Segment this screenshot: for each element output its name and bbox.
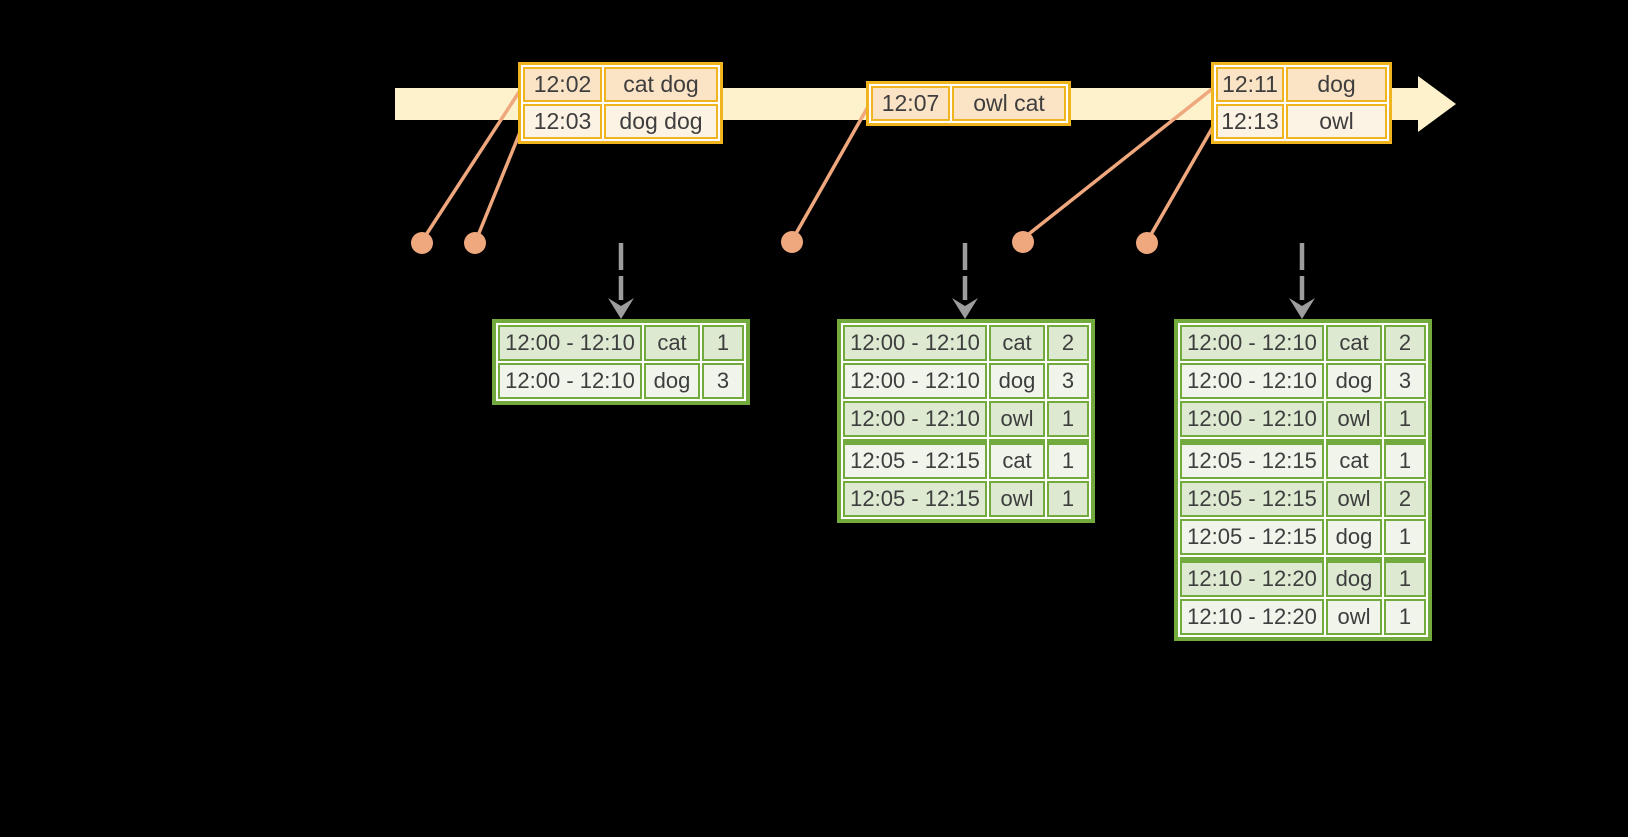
- event-row: 12:13 owl: [1216, 104, 1387, 139]
- arrow-down-icon: [608, 298, 634, 319]
- event-row: 12:07 owl cat: [871, 86, 1066, 121]
- arrow-down-icon: [1289, 298, 1315, 319]
- result-row: 12:00 - 12:10 cat 2: [843, 325, 1089, 361]
- word-cell: owl: [1326, 401, 1382, 437]
- word-cell: owl: [1326, 599, 1382, 635]
- event-connector-line: [1023, 87, 1214, 239]
- result-row: 12:05 - 12:15 dog 1: [1180, 519, 1426, 555]
- trigger-arrow: [1289, 243, 1315, 319]
- word-cell: dog: [644, 363, 700, 399]
- word-cell: dog: [1326, 363, 1382, 399]
- count-cell: 1: [1384, 439, 1426, 479]
- word-cell: cat: [989, 325, 1045, 361]
- window-cell: 12:10 - 12:20: [1180, 557, 1324, 597]
- trigger-arrow: [608, 243, 634, 319]
- event-dot: [1012, 231, 1034, 253]
- result-row: 12:10 - 12:20 dog 1: [1180, 557, 1426, 597]
- word-cell: dog: [1326, 557, 1382, 597]
- word-cell: dog: [1326, 519, 1382, 555]
- window-cell: 12:05 - 12:15: [843, 439, 987, 479]
- count-cell: 3: [1384, 363, 1426, 399]
- event-connector-line: [422, 88, 523, 239]
- result-row: 12:05 - 12:15 cat 1: [843, 439, 1089, 479]
- window-cell: 12:00 - 12:10: [1180, 325, 1324, 361]
- event-row: 12:11 dog: [1216, 67, 1387, 102]
- result-row: 12:00 - 12:10 dog 3: [1180, 363, 1426, 399]
- window-cell: 12:05 - 12:15: [843, 481, 987, 517]
- window-cell: 12:10 - 12:20: [1180, 599, 1324, 635]
- arrow-down-icon: [952, 298, 978, 319]
- window-cell: 12:05 - 12:15: [1180, 439, 1324, 479]
- window-cell: 12:05 - 12:15: [1180, 481, 1324, 517]
- event-time-cell: 12:13: [1216, 104, 1284, 139]
- word-cell: cat: [989, 439, 1045, 479]
- event-dot: [411, 232, 433, 254]
- event-dot: [781, 231, 803, 253]
- word-cell: owl: [989, 401, 1045, 437]
- result-row: 12:00 - 12:10 dog 3: [498, 363, 744, 399]
- event-connector-line: [792, 104, 871, 238]
- event-time-cell: 12:03: [523, 104, 602, 139]
- count-cell: 2: [1047, 325, 1089, 361]
- window-cell: 12:05 - 12:15: [1180, 519, 1324, 555]
- window-cell: 12:00 - 12:10: [843, 363, 987, 399]
- result-row: 12:00 - 12:10 dog 3: [843, 363, 1089, 399]
- event-dot: [464, 232, 486, 254]
- count-cell: 1: [1047, 439, 1089, 479]
- event-connector-line: [475, 124, 525, 239]
- count-cell: 1: [1384, 557, 1426, 597]
- event-connector-line: [1147, 124, 1216, 239]
- word-cell: cat: [1326, 439, 1382, 479]
- event-table-3: 12:11 dog 12:13 owl: [1211, 62, 1392, 144]
- word-cell: cat: [1326, 325, 1382, 361]
- result-table-1: 12:00 - 12:10 cat 1 12:00 - 12:10 dog 3: [492, 319, 750, 405]
- word-cell: cat: [644, 325, 700, 361]
- count-cell: 3: [1047, 363, 1089, 399]
- window-cell: 12:00 - 12:10: [498, 325, 642, 361]
- event-words-cell: owl: [1286, 104, 1387, 139]
- window-cell: 12:00 - 12:10: [1180, 401, 1324, 437]
- count-cell: 1: [1384, 519, 1426, 555]
- count-cell: 1: [702, 325, 744, 361]
- count-cell: 3: [702, 363, 744, 399]
- event-dot: [1136, 232, 1158, 254]
- event-words-cell: cat dog: [604, 67, 718, 102]
- window-cell: 12:00 - 12:10: [843, 401, 987, 437]
- event-table-1: 12:02 cat dog 12:03 dog dog: [518, 62, 723, 144]
- window-cell: 12:00 - 12:10: [498, 363, 642, 399]
- count-cell: 1: [1384, 401, 1426, 437]
- trigger-arrow: [952, 243, 978, 319]
- result-row: 12:05 - 12:15 cat 1: [1180, 439, 1426, 479]
- result-row: 12:10 - 12:20 owl 1: [1180, 599, 1426, 635]
- result-table-2: 12:00 - 12:10 cat 2 12:00 - 12:10 dog 3 …: [837, 319, 1095, 523]
- event-row: 12:03 dog dog: [523, 104, 718, 139]
- result-row: 12:00 - 12:10 owl 1: [1180, 401, 1426, 437]
- result-row: 12:05 - 12:15 owl 2: [1180, 481, 1426, 517]
- result-row: 12:05 - 12:15 owl 1: [843, 481, 1089, 517]
- count-cell: 1: [1047, 401, 1089, 437]
- count-cell: 1: [1384, 599, 1426, 635]
- event-words-cell: dog: [1286, 67, 1387, 102]
- window-cell: 12:00 - 12:10: [843, 325, 987, 361]
- count-cell: 2: [1384, 325, 1426, 361]
- event-words-cell: dog dog: [604, 104, 718, 139]
- word-cell: owl: [1326, 481, 1382, 517]
- event-table-2: 12:07 owl cat: [866, 81, 1071, 126]
- count-cell: 1: [1047, 481, 1089, 517]
- count-cell: 2: [1384, 481, 1426, 517]
- word-cell: owl: [989, 481, 1045, 517]
- event-time-cell: 12:07: [871, 86, 950, 121]
- word-cell: dog: [989, 363, 1045, 399]
- event-row: 12:02 cat dog: [523, 67, 718, 102]
- window-cell: 12:00 - 12:10: [1180, 363, 1324, 399]
- event-time-cell: 12:11: [1216, 67, 1284, 102]
- result-table-3: 12:00 - 12:10 cat 2 12:00 - 12:10 dog 3 …: [1174, 319, 1432, 641]
- event-time-cell: 12:02: [523, 67, 602, 102]
- result-row: 12:00 - 12:10 owl 1: [843, 401, 1089, 437]
- result-row: 12:00 - 12:10 cat 2: [1180, 325, 1426, 361]
- result-row: 12:00 - 12:10 cat 1: [498, 325, 744, 361]
- event-words-cell: owl cat: [952, 86, 1066, 121]
